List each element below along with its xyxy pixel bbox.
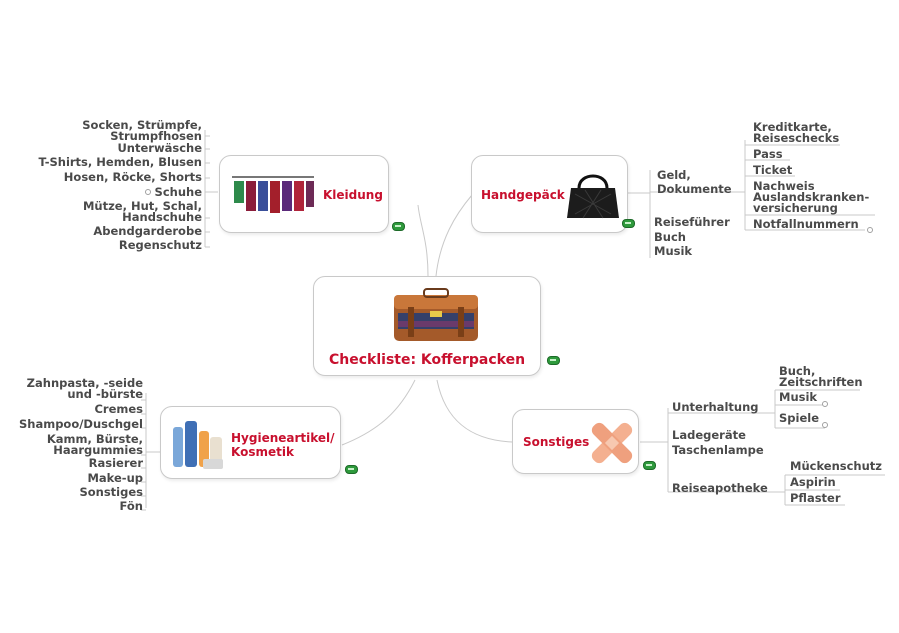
title-line: Kosmetik [231, 445, 294, 459]
leaf-ticket[interactable]: Ticket [753, 163, 793, 177]
notes-badge-icon[interactable] [622, 219, 635, 228]
leaf-pass[interactable]: Pass [753, 147, 783, 161]
leaf-buch[interactable]: Buch [654, 230, 686, 244]
leaf-line: Geld, [657, 168, 691, 182]
leaf-hygiene-5[interactable]: Make-up [87, 471, 143, 485]
bandage-icon [591, 422, 633, 464]
notes-badge-icon[interactable] [547, 356, 560, 365]
leaf-kleidung-0[interactable]: Socken, Strümpfe,Strumpfhosen [82, 118, 202, 143]
branch-handgepaeck[interactable]: Handgepäck [471, 155, 628, 233]
leaf-kreditkarte[interactable]: Kreditkarte,Reiseschecks [753, 120, 840, 145]
expand-icon[interactable] [145, 189, 151, 195]
leaf-musik[interactable]: Musik [654, 244, 693, 258]
leaf-reiseapotheke[interactable]: Reiseapotheke [672, 481, 768, 495]
expand-icon[interactable] [822, 401, 828, 407]
expand-icon[interactable] [822, 422, 828, 428]
center-node[interactable]: Checkliste: Kofferpacken [313, 276, 541, 376]
leaf-reisefuehrer[interactable]: Reiseführer [654, 215, 730, 229]
leaf-line: Buch, [779, 364, 816, 378]
clothes-rack-icon [232, 176, 314, 213]
leaf-line: und -bürste [67, 387, 143, 401]
leaf-line: Nachweis [753, 179, 815, 193]
leaf-hygiene-3[interactable]: Kamm, Bürste,Haargummies [46, 432, 143, 457]
leaf-line: Auslandskranken- [753, 190, 870, 204]
leaf-aspirin[interactable]: Aspirin [790, 475, 836, 489]
suitcase-icon [394, 288, 478, 341]
leaf-kleidung-2[interactable]: T-Shirts, Hemden, Blusen [38, 155, 202, 169]
leaf-line: Strumpfhosen [110, 129, 202, 143]
leaf-line: Handschuhe [122, 210, 202, 224]
leaf-line: Kreditkarte, [753, 120, 832, 134]
leaf-line: Socken, Strümpfe, [82, 118, 202, 132]
leaf-hygiene-4[interactable]: Rasierer [88, 456, 143, 470]
leaf-line: Zeitschriften [779, 375, 863, 389]
leaf-line: Dokumente [657, 182, 732, 196]
leaf-ladegeraete[interactable]: Ladegeräte [672, 428, 746, 442]
leaf-taschenlampe[interactable]: Taschenlampe [672, 443, 764, 457]
leaf-line: versicherung [753, 201, 838, 215]
leaf-line: Reiseschecks [753, 131, 840, 145]
leaf-buch-zeitschriften[interactable]: Buch,Zeitschriften [779, 364, 863, 389]
branch-kleidung-title: Kleidung [323, 188, 383, 202]
leaf-geld-dokumente[interactable]: Geld,Dokumente [657, 168, 732, 196]
leaf-line: Kamm, Bürste, [46, 432, 143, 446]
notes-badge-icon[interactable] [643, 461, 656, 470]
leaf-unterhaltung[interactable]: Unterhaltung [672, 400, 759, 414]
leaf-line: Haargummies [53, 443, 143, 457]
branch-kleidung[interactable]: Kleidung [219, 155, 389, 233]
notes-badge-icon[interactable] [345, 465, 358, 474]
leaf-hygiene-1[interactable]: Cremes [94, 402, 143, 416]
handbag-icon [567, 174, 619, 219]
expand-icon[interactable] [867, 227, 873, 233]
leaf-kleidung-4[interactable]: Schuhe [154, 185, 202, 199]
title-line: Hygieneartikel/ [231, 431, 335, 445]
branch-hygiene[interactable]: Hygieneartikel/Kosmetik [160, 406, 341, 479]
leaf-hygiene-6[interactable]: Sonstiges [79, 485, 143, 499]
leaf-hygiene-7[interactable]: Fön [119, 499, 143, 513]
leaf-kleidung-6[interactable]: Abendgarderobe [93, 224, 202, 238]
leaf-line: Zahnpasta, -seide [26, 376, 143, 390]
center-title: Checkliste: Kofferpacken [329, 352, 526, 368]
leaf-musik-2[interactable]: Musik [779, 390, 818, 404]
leaf-kleidung-1[interactable]: Unterwäsche [117, 141, 202, 155]
branch-sonstiges[interactable]: Sonstiges [512, 409, 639, 474]
leaf-notfallnummern[interactable]: Notfallnummern [753, 217, 859, 231]
toiletries-icon [173, 421, 223, 469]
leaf-kleidung-5[interactable]: Mütze, Hut, Schal,Handschuhe [82, 199, 202, 224]
leaf-hygiene-2[interactable]: Shampoo/Duschgel [18, 417, 143, 431]
branch-handgepaeck-title: Handgepäck [481, 188, 565, 202]
leaf-line: Mütze, Hut, Schal, [82, 199, 202, 213]
branch-hygiene-title: Hygieneartikel/Kosmetik [231, 431, 335, 459]
leaf-kleidung-3[interactable]: Hosen, Röcke, Shorts [63, 170, 202, 184]
leaf-mueckenschutz[interactable]: Mückenschutz [790, 459, 882, 473]
branch-sonstiges-title: Sonstiges [523, 435, 590, 449]
leaf-kleidung-7[interactable]: Regenschutz [118, 238, 202, 252]
notes-badge-icon[interactable] [392, 222, 405, 231]
leaf-pflaster[interactable]: Pflaster [790, 491, 841, 505]
leaf-spiele[interactable]: Spiele [779, 411, 819, 425]
